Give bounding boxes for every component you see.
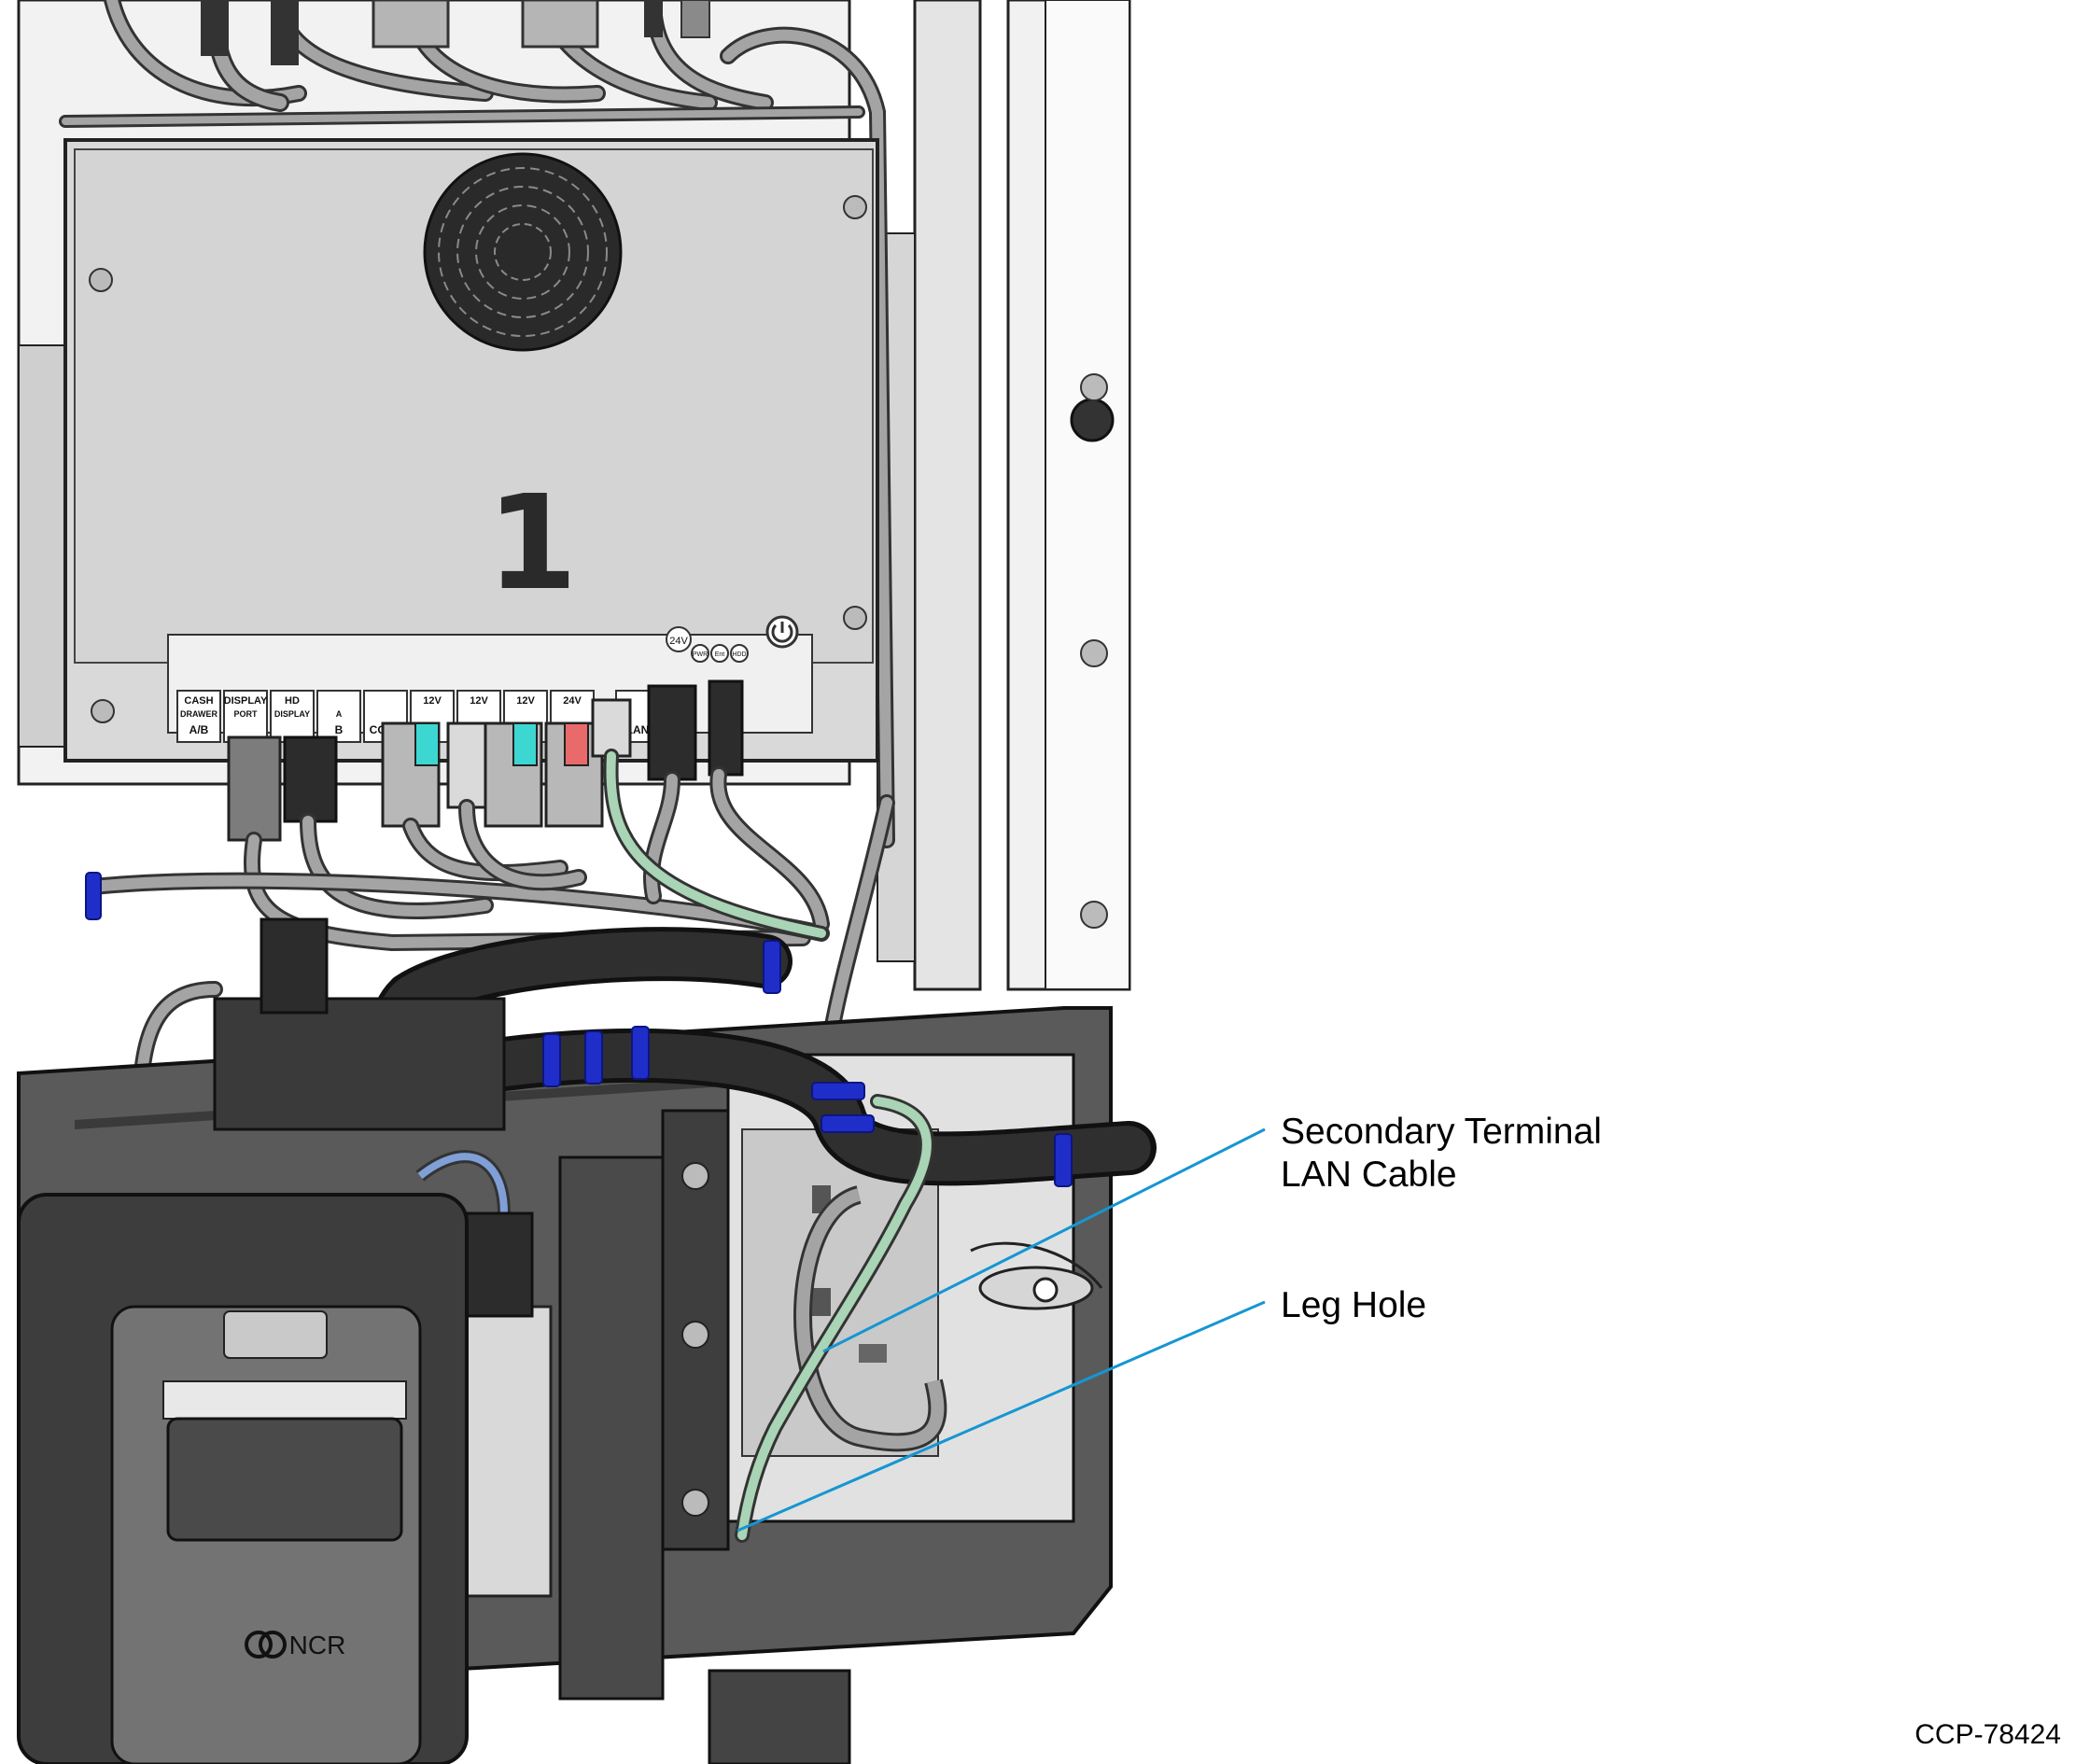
status-hdd-label: HDD xyxy=(732,651,746,658)
power-supply xyxy=(213,917,553,1598)
ncr-logo-icon xyxy=(245,1631,273,1659)
port-label-text: 12V xyxy=(516,695,535,707)
port-label-text: A xyxy=(336,709,343,719)
lan-cable-primary xyxy=(603,749,829,941)
status-indicators: 24V PWR Ent HDD xyxy=(666,615,799,663)
port-label-box xyxy=(176,690,221,743)
port-label-text: 24V xyxy=(563,695,582,707)
top-cables xyxy=(59,0,895,848)
port-label-text: DRAWER xyxy=(180,709,217,719)
port-label-text: DISPLAY xyxy=(274,709,310,719)
leader-leg-hole xyxy=(736,1300,1266,1533)
port-label-text: CASH xyxy=(184,695,213,707)
status-voltage-label: 24V xyxy=(669,636,688,647)
cooling-vent xyxy=(423,152,623,352)
callout-secondary-lan-line2: LAN Cable xyxy=(1281,1155,1457,1195)
secondary-terminal-lan-cable xyxy=(735,1094,934,1543)
callout-leg-hole: Leg Hole xyxy=(1281,1285,1427,1325)
callout-secondary-lan-line1: Secondary Terminal xyxy=(1281,1112,1602,1152)
status-ent-label: Ent xyxy=(715,651,725,658)
port-label-text: LAN xyxy=(626,723,650,736)
port-label-text: DISPLAY xyxy=(224,695,268,707)
port-label-text: 12V xyxy=(470,695,488,707)
callout-leaders xyxy=(736,1127,1266,1533)
black-harness xyxy=(372,927,1157,1186)
cable-ties xyxy=(85,872,1073,1187)
port-label-box xyxy=(316,690,361,743)
port-label-text: HD xyxy=(285,695,300,707)
receipt-printer: NCR xyxy=(17,1193,469,1764)
port-label-text: 12V xyxy=(423,695,442,707)
enclosure-right-wall xyxy=(1006,0,1131,991)
printer-brand-label: NCR xyxy=(289,1631,346,1659)
unit-number: 1 xyxy=(486,468,577,620)
port-label-text: B xyxy=(335,723,344,736)
port-label-text: A/B xyxy=(189,723,209,736)
port-plugs xyxy=(227,679,744,842)
port-label-text: PORT xyxy=(233,709,258,719)
document-id: CCP-78424 xyxy=(1915,1719,2061,1750)
leader-secondary-lan xyxy=(822,1127,1266,1353)
status-pwr-label: PWR xyxy=(693,651,708,658)
port-label-box xyxy=(223,690,268,743)
